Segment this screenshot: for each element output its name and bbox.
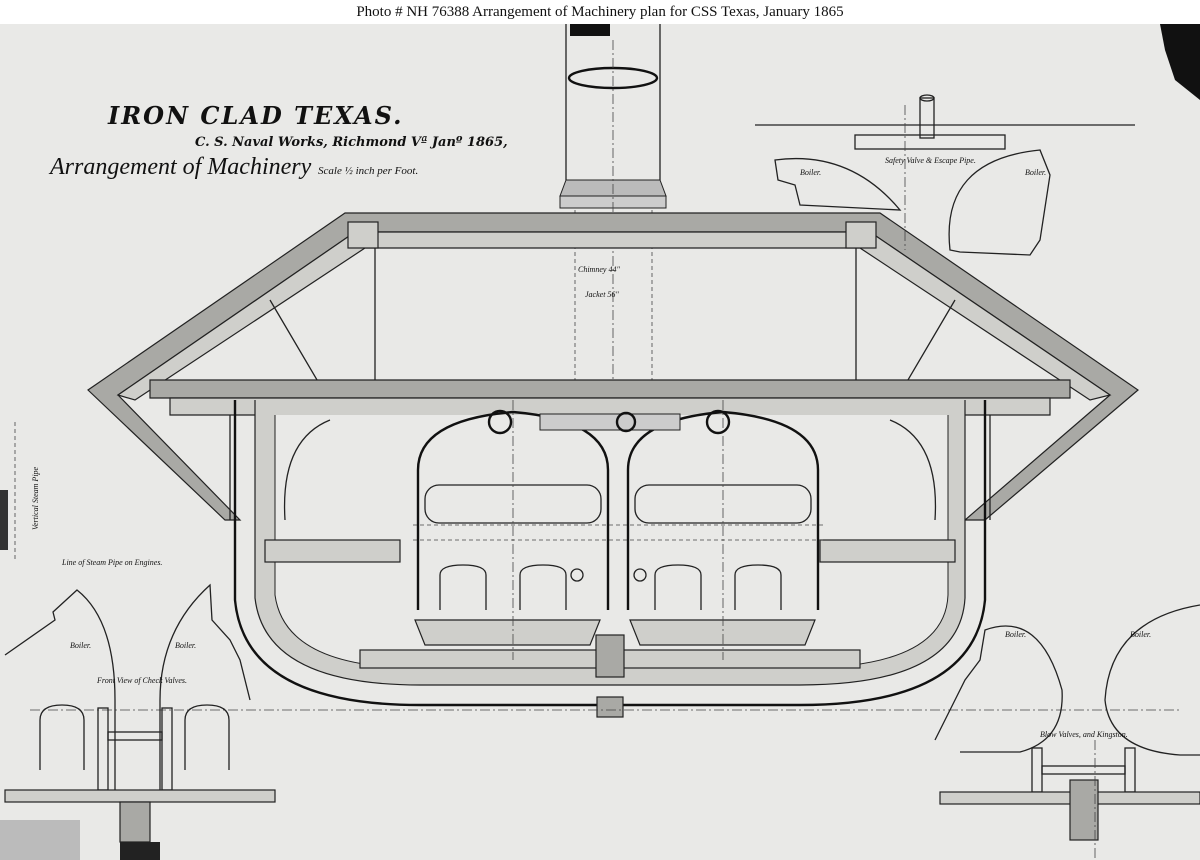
- torn-corner: [1160, 24, 1200, 100]
- vertical-steam-pipe-label: Vertical Steam Pipe: [31, 466, 40, 530]
- photo-caption: Photo # NH 76388 Arrangement of Machiner…: [356, 4, 844, 20]
- steam-pipe-line-label: Line of Steam Pipe on Engines.: [61, 558, 162, 567]
- jacket-diameter-label: Jacket 56": [585, 290, 619, 299]
- drawing-heading: Arrangement of Machinery: [48, 154, 312, 180]
- drawing-title: IRON CLAD TEXAS.: [107, 101, 404, 130]
- boiler-label-bottom-left-2: Boiler.: [175, 641, 196, 650]
- safety-valve-inset: Safety Valve & Escape Pipe. Boiler. Boil…: [755, 94, 1135, 256]
- drawing-scale: Scale ½ inch per Foot.: [318, 165, 418, 177]
- hull: [30, 400, 1180, 718]
- boiler-label-bottom-right-1: Boiler.: [1005, 630, 1026, 639]
- check-valves-inset: Boiler. Boiler. Front View of Check Valv…: [0, 583, 276, 860]
- boiler-label-bottom-right-2: Boiler.: [1130, 630, 1151, 639]
- chimney-diameter-label: Chimney 44": [578, 265, 620, 274]
- blow-valves-label: Blow Valves, and Kingston.: [1040, 730, 1128, 739]
- boiler-label-bottom-left-1: Boiler.: [70, 641, 91, 650]
- boiler-label-top-left: Boiler.: [800, 168, 821, 177]
- boilers: [413, 400, 823, 660]
- boiler-label-top-right: Boiler.: [1025, 168, 1046, 177]
- tape-mark: [0, 490, 8, 550]
- machinery-plan-drawing: IRON CLAD TEXAS. C. S. Naval Works, Rich…: [0, 24, 1200, 860]
- drawing-subtitle: C. S. Naval Works, Richmond Vª Janº 1865…: [195, 135, 508, 150]
- vertical-steam-pipe: Vertical Steam Pipe Line of Steam Pipe o…: [14, 413, 162, 567]
- blow-valves-inset: Boiler. Boiler. Blow Valves, and Kingsto…: [934, 604, 1200, 860]
- check-valves-label: Front View of Check Valves.: [96, 676, 187, 685]
- safety-valve-label: Safety Valve & Escape Pipe.: [885, 156, 976, 165]
- cross-section-drawing: IRON CLAD TEXAS. C. S. Naval Works, Rich…: [0, 24, 1200, 860]
